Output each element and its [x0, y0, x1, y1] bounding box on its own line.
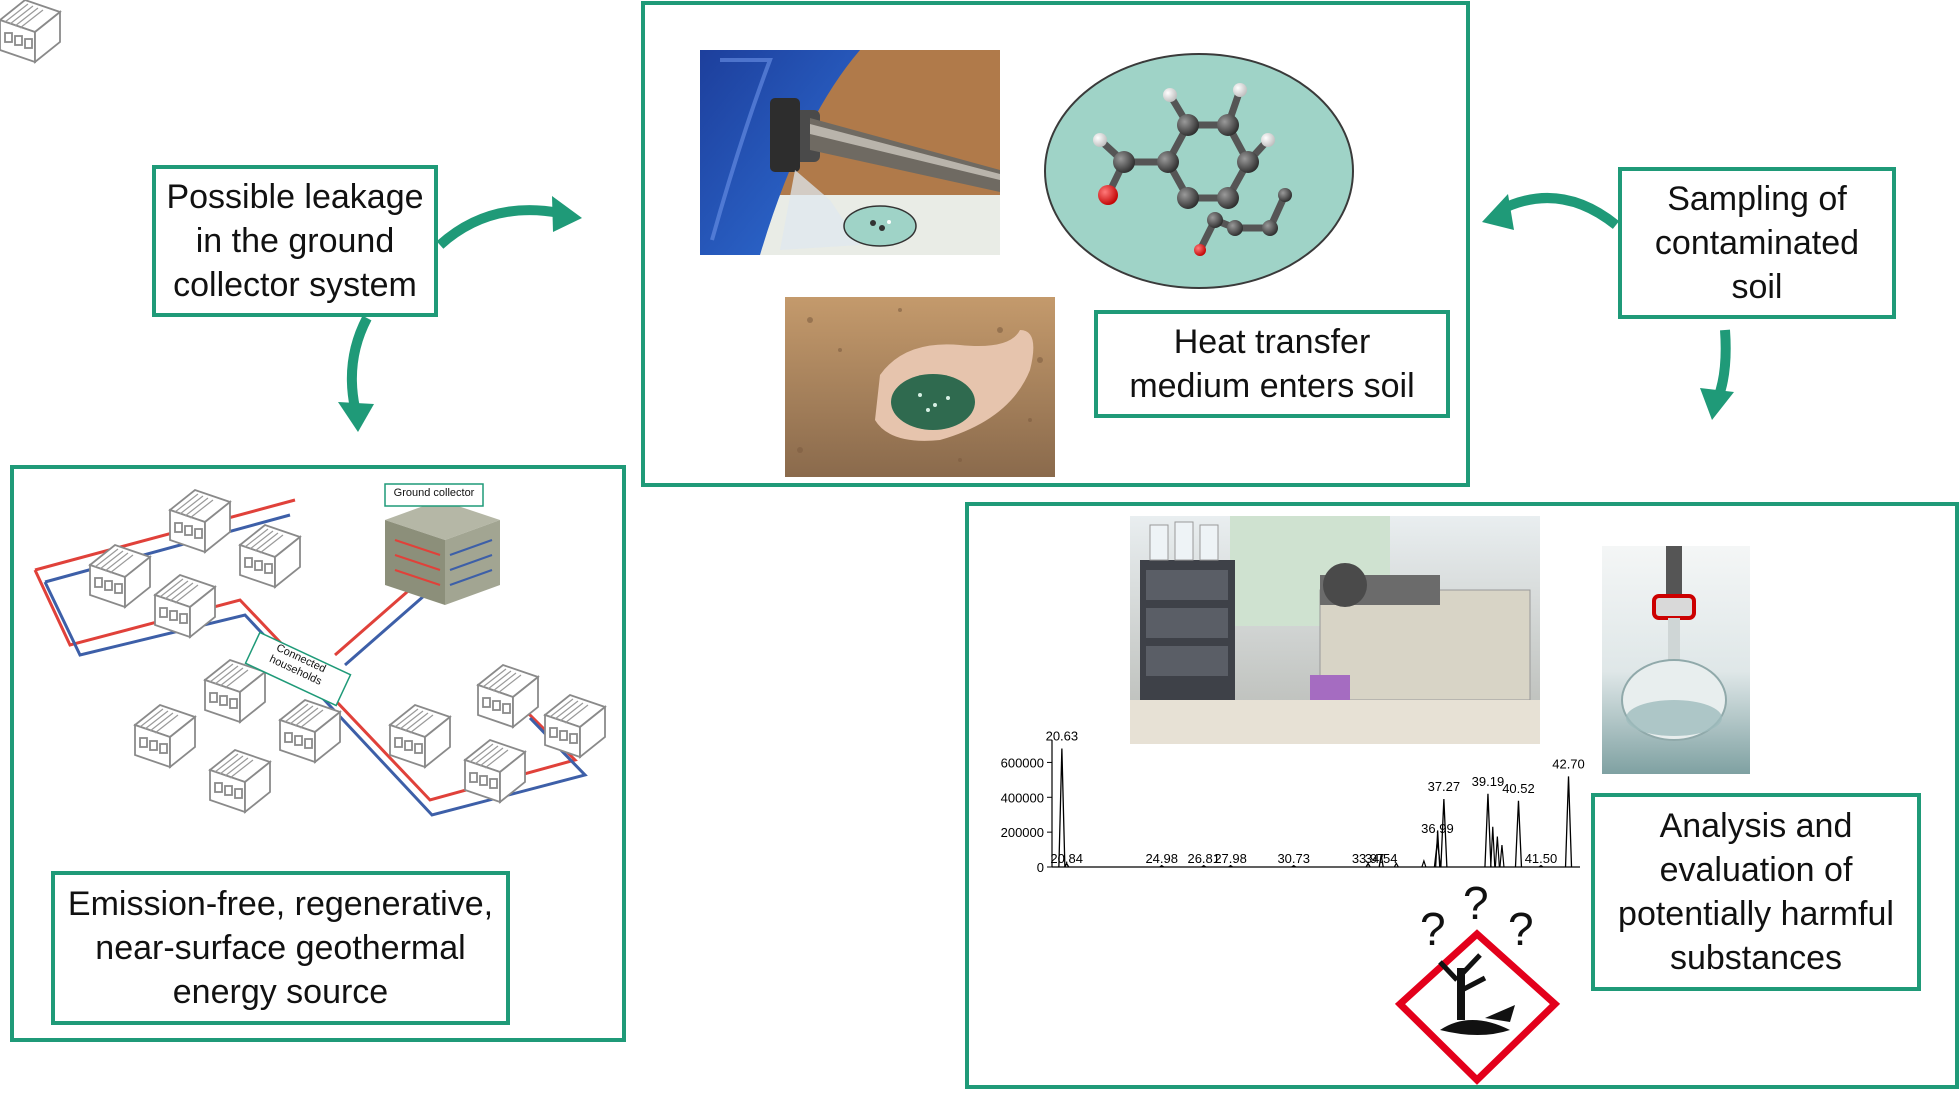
- chromatogram-peak: [1378, 854, 1384, 868]
- y-tick-label: 200000: [1001, 825, 1044, 840]
- chromatogram-peak: [1058, 748, 1066, 868]
- chromatogram-peak: [1228, 864, 1233, 868]
- y-tick-label: 400000: [1001, 790, 1044, 805]
- chromatogram-peak: [1365, 862, 1371, 868]
- lab-instrument-photo: [1130, 516, 1540, 744]
- houses: [0, 0, 606, 813]
- label-analysis: Analysis and evaluation of potentially h…: [1591, 793, 1921, 991]
- arrow-from-sampling: [1482, 193, 1620, 230]
- soil-hand-photo: [785, 297, 1055, 477]
- peak-label: 40.52: [1502, 781, 1535, 796]
- label-sampling: Sampling of contaminated soil: [1618, 167, 1896, 319]
- peak-label: 20.63: [1046, 728, 1079, 743]
- chromatogram-peak: [1484, 793, 1492, 868]
- label-leakage: Possible leakage in the ground collector…: [152, 165, 438, 317]
- peak-label: 37.27: [1428, 779, 1461, 794]
- question-mark-top: ?: [1463, 877, 1489, 929]
- chromatogram-peak: [1201, 864, 1207, 868]
- peak-label: 30.73: [1277, 851, 1310, 866]
- peak-label: 41.50: [1525, 851, 1558, 866]
- y-tick-label: 0: [1037, 860, 1044, 875]
- label-sampling-text: Sampling of contaminated soil: [1654, 180, 1860, 306]
- peak-label: 26.81: [1187, 851, 1220, 866]
- label-geothermal-text: Emission-free, regenerative, near-surfac…: [67, 885, 494, 1011]
- question-mark-right: ?: [1508, 903, 1534, 955]
- label-heat-transfer-text: Heat transfer medium enters soil: [1129, 323, 1415, 405]
- peak-label: 20.84: [1050, 851, 1083, 866]
- chromatogram-minor-peak: [1393, 862, 1399, 868]
- pipe-leak-photo: [700, 50, 1000, 255]
- extraction-flask-photo: [1602, 546, 1750, 774]
- arrow-to-leakage-scene: [436, 196, 582, 249]
- chromatogram-peak: [1159, 864, 1165, 868]
- connected-households-tag: [244, 631, 352, 707]
- peak-label: 34.54: [1365, 851, 1398, 866]
- y-tick-label: 600000: [1001, 755, 1044, 770]
- label-analysis-text: Analysis and evaluation of potentially h…: [1618, 807, 1894, 977]
- chromatogram-peak: [1064, 862, 1070, 868]
- ground-collector-label: Ground collector: [393, 487, 475, 499]
- arrow-leakage-to-network: [338, 315, 374, 432]
- chromatogram-peak: [1440, 799, 1448, 868]
- label-geothermal: Emission-free, regenerative, near-surfac…: [51, 871, 510, 1025]
- hazard-environment-symbol: [1394, 929, 1561, 1085]
- question-mark-left: ?: [1420, 903, 1446, 955]
- chromatogram-minor-peak: [1499, 844, 1505, 868]
- peak-label: 39.19: [1472, 774, 1505, 789]
- arrow-sampling-to-analysis: [1700, 329, 1734, 420]
- chromatogram-minor-peak: [1490, 826, 1496, 868]
- chromatogram-minor-peak: [1421, 858, 1427, 868]
- peak-label: 42.70: [1552, 756, 1585, 771]
- chromatogram-minor-peak: [1435, 830, 1441, 868]
- chromatogram-peak: [1538, 864, 1544, 868]
- chromatogram-minor-peak: [1494, 836, 1500, 868]
- peak-label: 33.97: [1352, 851, 1385, 866]
- peak-label: 24.98: [1145, 851, 1178, 866]
- chromatogram-peak: [1291, 864, 1297, 868]
- house: [0, 0, 62, 64]
- chromatogram-peak: [1564, 776, 1573, 868]
- label-leakage-text: Possible leakage in the ground collector…: [166, 178, 424, 304]
- chromatogram-peak: [1514, 800, 1523, 868]
- peak-label: 27.98: [1214, 851, 1247, 866]
- molecule-illustration: [1044, 53, 1354, 289]
- label-heat-transfer: Heat transfer medium enters soil: [1094, 310, 1450, 418]
